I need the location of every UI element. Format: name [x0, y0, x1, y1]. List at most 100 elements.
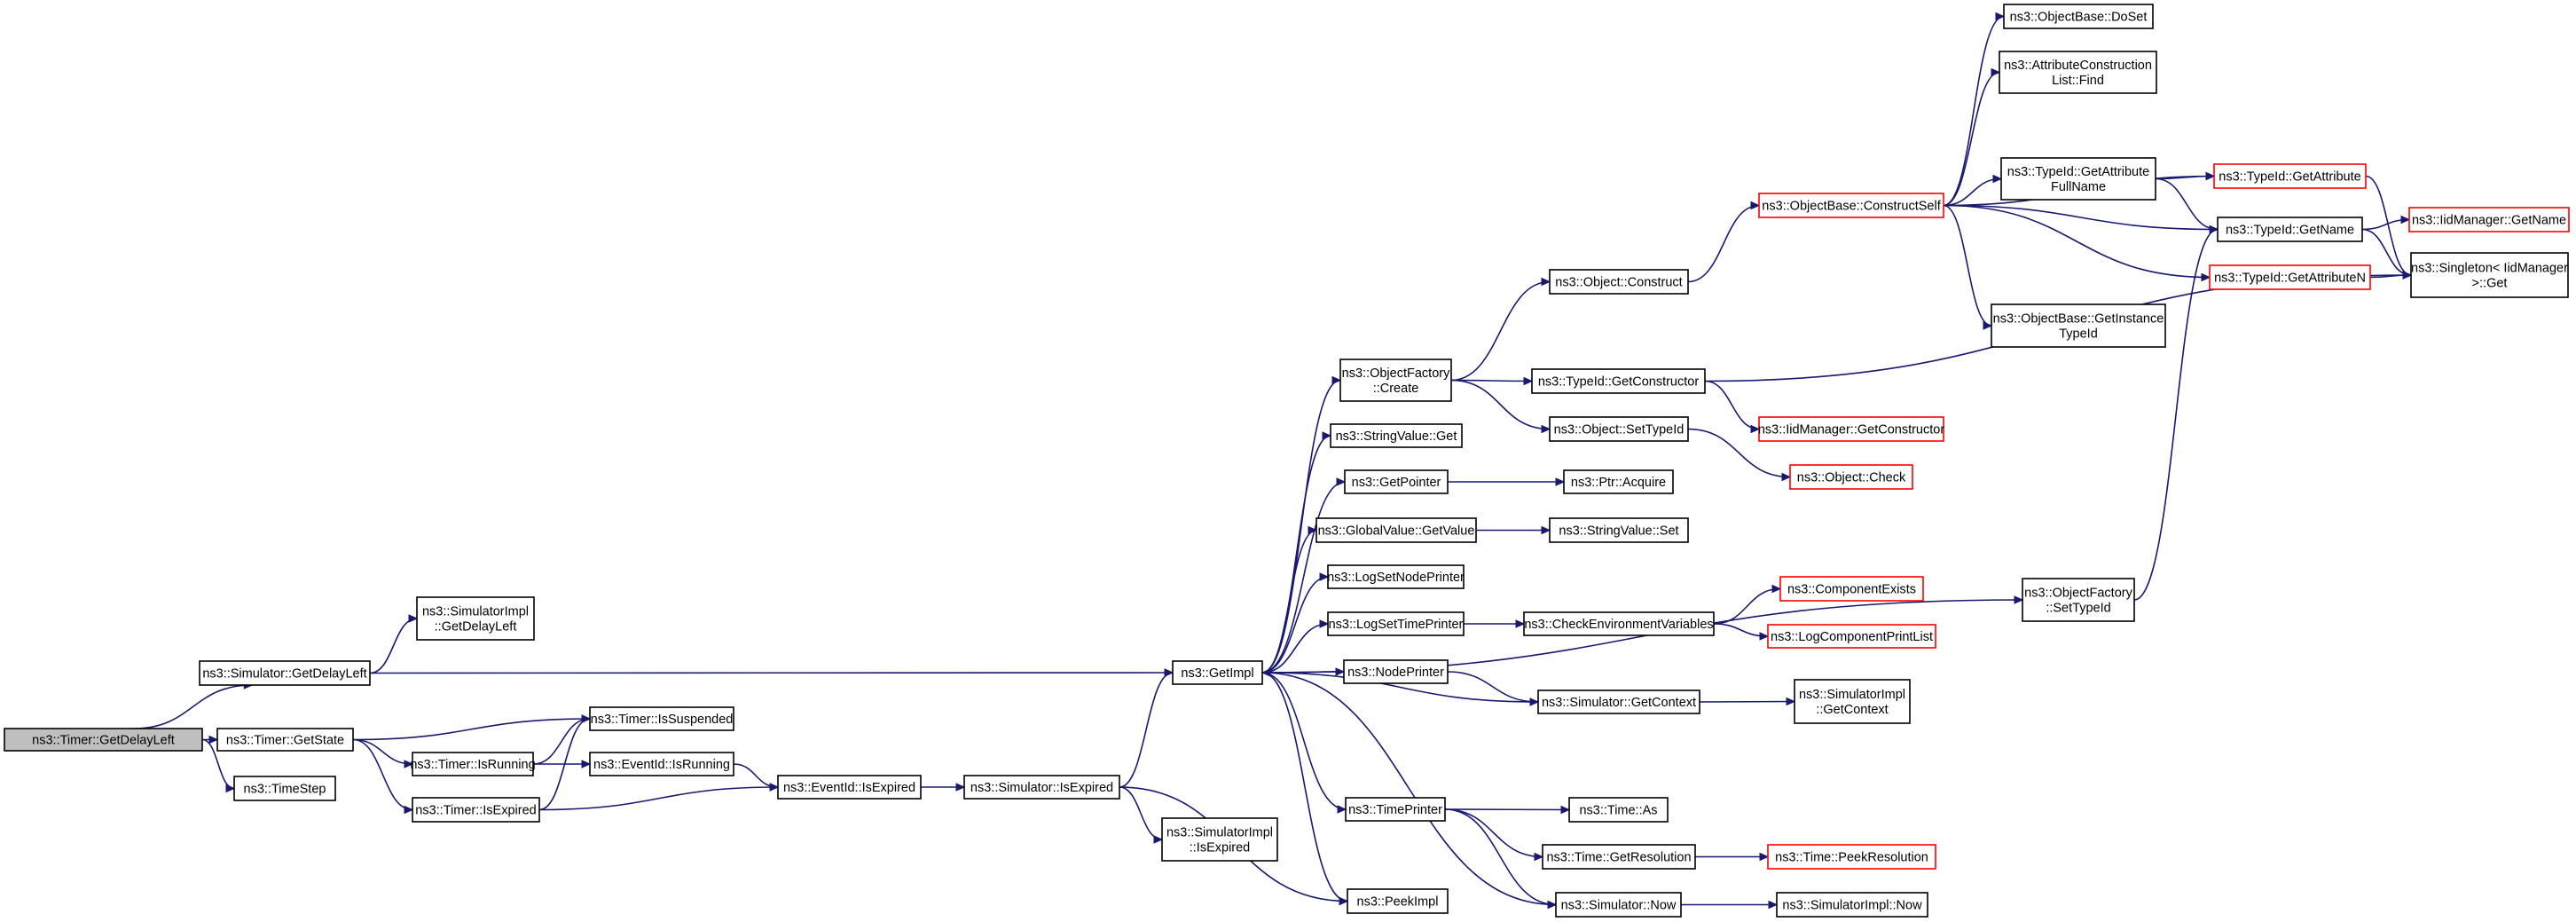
node-label: ns3::ObjectFactory [1342, 366, 1450, 381]
node-singleton-get[interactable]: ns3::Singleton< IidManager >::Get [2410, 252, 2569, 298]
arrowhead-icon [404, 760, 414, 768]
node-timer-isexpired[interactable]: ns3::Timer::IsExpired [412, 797, 540, 823]
node-time-as[interactable]: ns3::Time::As [1568, 797, 1669, 823]
node-box [1794, 679, 1911, 724]
node-label: ns3::Simulator::Now [1561, 899, 1677, 913]
node-typeid-getattribute[interactable]: ns3::TypeId::GetAttribute [2213, 163, 2367, 189]
node-sim-isexpired[interactable]: ns3::Simulator::IsExpired [963, 775, 1120, 800]
node-getimpl[interactable]: ns3::GetImpl [1172, 660, 1263, 685]
node-iidmanager-getconstructor[interactable]: ns3::IidManager::GetConstructor [1758, 416, 1945, 442]
node-objbase-doset[interactable]: ns3::ObjectBase::DoSet [2003, 4, 2154, 29]
arrowhead-icon [1992, 174, 2003, 184]
node-label: ::IsExpired [1190, 841, 1251, 855]
node-logcomponentprintlist[interactable]: ns3::LogComponentPrintList [1767, 624, 1936, 649]
node-logsetnodeprinter[interactable]: ns3::LogSetNodePrinter [1327, 564, 1465, 589]
node-objfactory-settypeid[interactable]: ns3::ObjectFactory::SetTypeId [2022, 578, 2135, 622]
node-componentexists[interactable]: ns3::ComponentExists [1779, 576, 1924, 602]
node-simimpl-now[interactable]: ns3::SimulatorImpl::Now [1776, 892, 1928, 918]
call-edge [1699, 700, 1795, 703]
call-edge [1943, 204, 2211, 279]
node-objfactory-create[interactable]: ns3::ObjectFactory::Create [1339, 359, 1452, 402]
node-globalvalue-getvalue[interactable]: ns3::GlobalValue::GetValue [1315, 517, 1477, 543]
node-sim-now[interactable]: ns3::Simulator::Now [1555, 892, 1682, 918]
node-box [1549, 416, 1689, 442]
arrowhead-icon [1515, 619, 1526, 628]
node-typeid-getname[interactable]: ns3::TypeId::GetName [2217, 217, 2363, 242]
node-simimpl-getdelayleft[interactable]: ns3::SimulatorImpl::GetDelayLeft [416, 596, 535, 641]
node-simimpl-getcontext[interactable]: ns3::SimulatorImpl::GetContext [1794, 679, 1911, 724]
arrowhead-icon [1768, 900, 1779, 910]
node-label: ns3::EventId::IsRunning [593, 758, 730, 772]
node-object-settypeid[interactable]: ns3::Object::SetTypeId [1549, 416, 1689, 442]
node-box [412, 752, 534, 776]
node-typeid-getattributen[interactable]: ns3::TypeId::GetAttributeN [2209, 264, 2371, 290]
call-edge [1943, 204, 1992, 327]
call-edge [1450, 379, 1533, 382]
call-edge [352, 738, 413, 765]
node-peekimpl[interactable]: ns3::PeekImpl [1347, 888, 1449, 914]
node-label: ns3::Ptr::Acquire [1571, 476, 1666, 490]
call-edge [1687, 428, 1791, 478]
call-edge [1943, 71, 2000, 207]
node-box [2408, 207, 2570, 232]
node-logsettimeprinter[interactable]: ns3::LogSetTimePrinter [1327, 611, 1465, 636]
node-box [1531, 368, 1706, 394]
arrowhead-icon [1991, 67, 2001, 77]
node-label: ns3::Timer::IsExpired [415, 804, 536, 818]
node-label: ns3::Simulator::IsExpired [970, 781, 1113, 795]
node-iidmanager-getname[interactable]: ns3::IidManager::GetName [2408, 207, 2570, 232]
arrowhead-icon [1261, 668, 1271, 677]
arrowhead-icon [2209, 225, 2219, 234]
node-sim-getcontext[interactable]: ns3::Simulator::GetContext [1537, 690, 1700, 714]
arrowhead-icon [1541, 277, 1551, 287]
arrowhead-icon [1336, 477, 1347, 486]
arrowhead-icon [1560, 805, 1571, 815]
node-sim-getdelayleft[interactable]: ns3::Simulator::GetDelayLeft [199, 660, 371, 686]
node-timer-isrunning[interactable]: ns3::Timer::IsRunning [410, 752, 536, 776]
call-edge [2365, 175, 2412, 276]
node-timer-issuspended[interactable]: ns3::Timer::IsSuspended [589, 706, 734, 731]
node-getpointer[interactable]: ns3::GetPointer [1344, 469, 1449, 494]
arrowhead-icon [404, 805, 414, 815]
node-checkenvvars[interactable]: ns3::CheckEnvironmentVariables [1523, 611, 1715, 636]
node-label: ::GetContext [1816, 703, 1888, 717]
node-object-construct[interactable]: ns3::Object::Construct [1549, 269, 1689, 295]
node-stringvalue-get[interactable]: ns3::StringValue::Get [1330, 423, 1463, 448]
node-eventid-isrunning[interactable]: ns3::EventId::IsRunning [589, 752, 734, 776]
node-ptr-acquire[interactable]: ns3::Ptr::Acquire [1563, 469, 1674, 494]
node-objbase-constructself[interactable]: ns3::ObjectBase::ConstructSelf [1758, 193, 1944, 218]
node-typeid-getconstructor[interactable]: ns3::TypeId::GetConstructor [1531, 368, 1706, 394]
node-stringvalue-set[interactable]: ns3::StringValue::Set [1549, 517, 1689, 543]
node-simimpl-isexpired[interactable]: ns3::SimulatorImpl::IsExpired [1161, 817, 1278, 862]
call-edge [538, 786, 779, 811]
node-box [412, 797, 540, 823]
node-timeprinter[interactable]: ns3::TimePrinter [1345, 797, 1446, 822]
node-box [1549, 517, 1689, 543]
call-edge [1444, 808, 1543, 858]
node-label: >::Get [2472, 277, 2508, 291]
node-timer-getstate[interactable]: ns3::Timer::GetState [216, 728, 354, 752]
call-edge [369, 672, 1174, 674]
node-label: ns3::LogSetNodePrinter [1327, 571, 1465, 585]
node-box [1555, 892, 1682, 918]
node-box [1161, 817, 1278, 862]
node-label: ns3::SimulatorImpl::Now [1782, 899, 1922, 913]
node-getdelayleft[interactable]: ns3::Timer::GetDelayLeft [4, 728, 203, 752]
node-nodeprinter[interactable]: ns3::NodePrinter [1343, 659, 1449, 684]
call-edge [1119, 786, 1163, 840]
node-time-peekresolution[interactable]: ns3::Time::PeekResolution [1767, 844, 1936, 870]
arrowhead-icon [581, 760, 592, 768]
arrowhead-icon [1331, 375, 1342, 385]
node-label: TypeId [2059, 327, 2098, 342]
node-eventid-isexpired[interactable]: ns3::EventId::IsExpired [777, 775, 922, 800]
node-object-check[interactable]: ns3::Object::Check [1789, 464, 1913, 490]
node-time-getresolution[interactable]: ns3::Time::GetResolution [1542, 844, 1696, 870]
arrowhead-icon [1771, 584, 1782, 594]
node-timestep[interactable]: ns3::TimeStep [233, 776, 336, 801]
node-label: ns3::EventId::IsExpired [783, 781, 915, 795]
node-label: ns3::ComponentExists [1787, 583, 1916, 597]
